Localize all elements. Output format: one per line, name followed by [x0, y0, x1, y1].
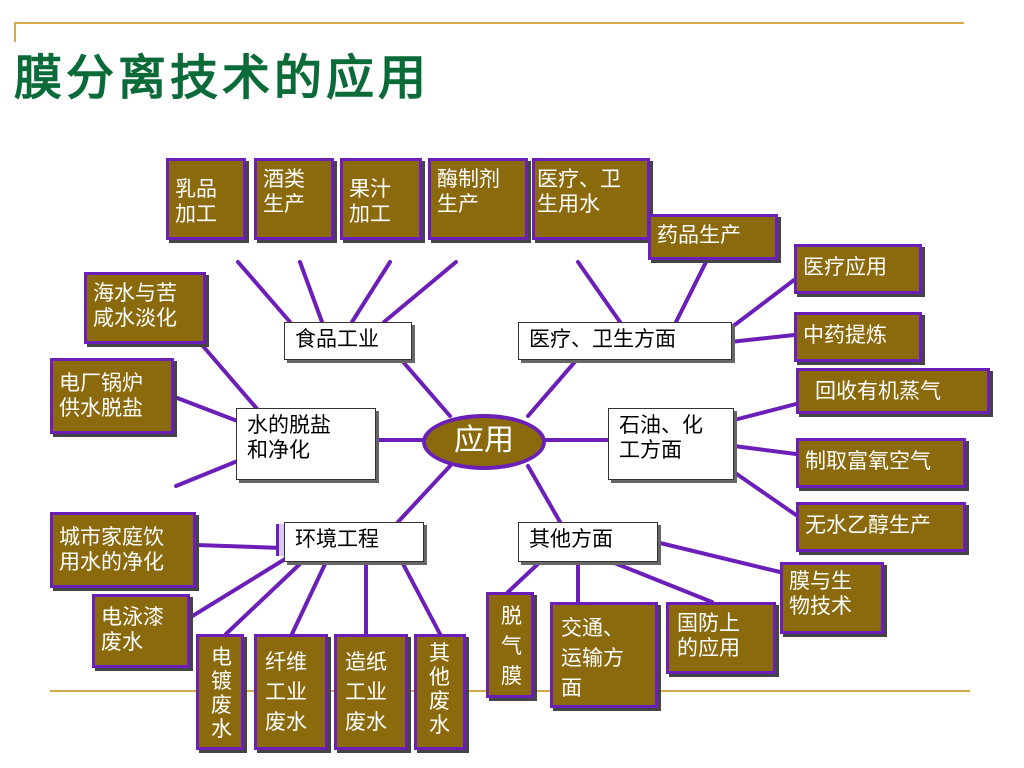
leaf-herb: 中药提炼 [794, 312, 922, 362]
leaf-dairy: 乳品 加工 [166, 158, 246, 240]
leaf-enzyme: 酶制剂 生产 [428, 158, 528, 240]
link-env-plating [224, 560, 304, 636]
leaf-plating: 电 镀 废 水 [196, 634, 244, 750]
link-food-dairy [236, 260, 292, 324]
link-center-medical [526, 354, 582, 418]
leaf-medical-water: 医疗、卫 生用水 [532, 158, 650, 240]
link-other-degas [506, 560, 542, 594]
link-center-other [526, 464, 562, 524]
link-env-paint [184, 554, 292, 622]
leaf-bio: 膜与生 物技术 [780, 562, 884, 634]
leaf-oxygen: 制取富氧空气 [796, 438, 966, 488]
leaf-paint: 电泳漆 废水 [92, 594, 190, 668]
top-rule-tick [14, 22, 16, 42]
leaf-degas: 脱 气 膜 [486, 592, 534, 698]
link-med-drug [674, 260, 708, 324]
leaf-juice: 果汁 加工 [340, 158, 422, 240]
category-medical: 医疗、卫生方面 [518, 322, 732, 360]
leaf-seawater: 海水与苦 咸水淡化 [84, 272, 206, 344]
link-petro-ethanol [726, 466, 798, 517]
leaf-paper: 造纸 工业 废水 [334, 634, 408, 750]
link-center-food [396, 354, 452, 418]
category-water: 水的脱盐 和净化 [236, 408, 376, 480]
link-food-juice [350, 260, 392, 324]
leaf-boiler: 电厂锅炉 供水脱盐 [50, 358, 174, 434]
link-other-defense [610, 560, 714, 604]
top-rule [14, 22, 964, 24]
link-petro-vapor [732, 402, 798, 422]
leaf-medical-app: 医疗应用 [794, 244, 922, 294]
category-food: 食品工业 [284, 322, 412, 360]
link-med-water [576, 260, 622, 324]
leaf-fiber: 纤维 工业 废水 [254, 634, 328, 750]
link-env-fiber [290, 560, 328, 636]
leaf-drug: 药品生产 [648, 214, 778, 260]
link-food-enzyme [382, 260, 458, 324]
leaf-wine: 酒类 生产 [254, 158, 334, 240]
category-petro: 石油、化 工方面 [608, 408, 734, 480]
link-center-env [396, 464, 452, 524]
link-petro-oxygen [732, 444, 798, 456]
leaf-vapor: 回收有机蒸气 [796, 368, 990, 414]
category-env: 环境工程 [284, 522, 424, 562]
center-node: 应用 [422, 414, 546, 470]
page-title: 膜分离技术的应用 [14, 50, 431, 106]
link-env-other [400, 560, 442, 636]
leaf-other-waste: 其 他 废 水 [414, 634, 466, 750]
link-food-wine [298, 260, 324, 324]
leaf-ethanol: 无水乙醇生产 [796, 502, 966, 552]
link-med-app [726, 278, 796, 332]
link-other-bio [654, 540, 782, 574]
link-water-extra [174, 458, 242, 488]
leaf-defense: 国防上 的应用 [666, 602, 776, 674]
link-med-herb [728, 333, 796, 344]
link-water-boiler [170, 394, 242, 424]
leaf-transport: 交通、 运输方 面 [550, 602, 658, 708]
link-env-city [194, 543, 284, 550]
link-water-seawater [194, 336, 260, 412]
category-other: 其他方面 [518, 522, 658, 562]
leaf-city: 城市家庭饮 用水的净化 [50, 512, 196, 588]
